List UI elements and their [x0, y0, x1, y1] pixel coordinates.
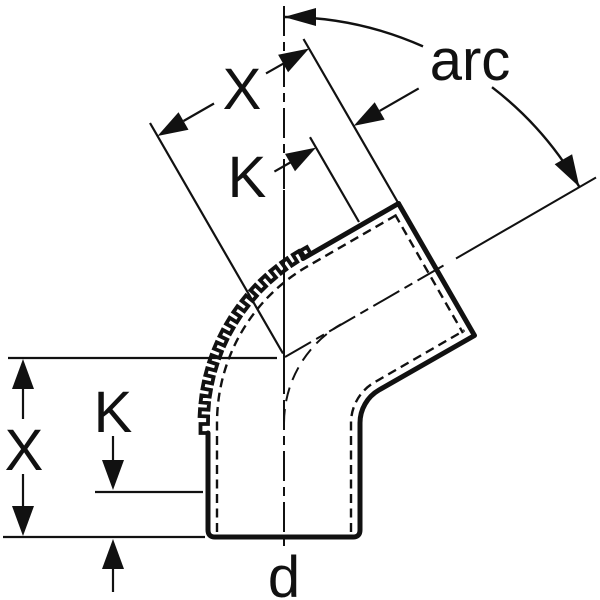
label-x-left: X	[5, 418, 44, 483]
centerline-bend-arc	[283, 323, 342, 424]
ext-line-socket-depth	[309, 136, 360, 223]
pipe-top-edge	[300, 201, 401, 261]
ext-line-socket-face	[302, 38, 400, 205]
dimension-x-left: X	[5, 359, 44, 536]
pipe-body	[197, 201, 477, 540]
dimension-k-left: K	[94, 380, 133, 592]
arrowhead-icon	[554, 154, 580, 187]
pipe-inner-wall-right	[349, 329, 466, 532]
label-k-top: K	[228, 145, 267, 210]
arrowhead-icon	[102, 460, 124, 490]
arrowhead-icon	[12, 506, 34, 536]
pipe-inner-wall-left	[215, 213, 398, 532]
dim-line	[265, 61, 286, 75]
arrowhead-icon	[285, 147, 316, 172]
label-d: d	[268, 545, 300, 600]
label-arc: arc	[430, 28, 511, 93]
arrowhead-icon	[353, 102, 385, 126]
socket-face-inner-line	[393, 213, 465, 334]
dimension-arc: arc	[284, 8, 581, 188]
arrowhead-icon	[278, 48, 310, 73]
pipe-outline	[205, 201, 477, 540]
arrowhead-icon	[12, 359, 34, 389]
arrowhead-icon	[102, 539, 124, 569]
centerline-upper-axis	[284, 176, 597, 358]
centerline-axis-dashed	[284, 262, 448, 358]
centerline-axis-extension	[455, 176, 597, 260]
dimension-x-top: X	[157, 48, 310, 136]
dimension-k-top: K	[228, 87, 420, 210]
label-x-top: X	[223, 57, 262, 122]
arrowhead-icon	[157, 112, 189, 136]
extension-lines	[3, 38, 400, 539]
dim-line	[273, 160, 293, 173]
label-k-left: K	[94, 380, 133, 445]
dim-line	[379, 87, 420, 112]
dim-line	[182, 102, 215, 122]
pipe-ribs	[197, 244, 313, 438]
ext-line-vertex	[149, 122, 284, 355]
arrowhead-icon	[284, 8, 316, 26]
